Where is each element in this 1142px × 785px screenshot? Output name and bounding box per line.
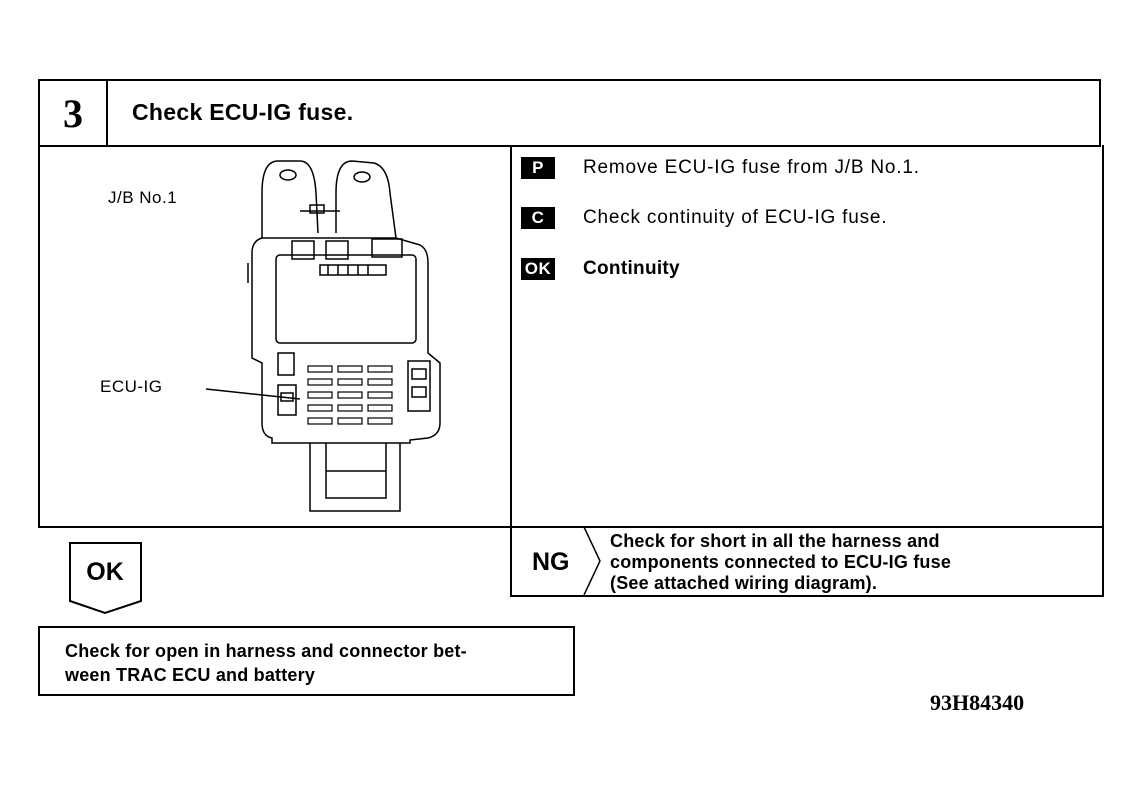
step-text-p: Remove ECU-IG fuse from J/B No.1. — [583, 157, 920, 178]
result-box: Check for open in harness and connector … — [38, 626, 575, 696]
step-row-c: C Check continuity of ECU-IG fuse. — [521, 207, 887, 229]
step-row-p: P Remove ECU-IG fuse from J/B No.1. — [521, 157, 920, 179]
chevron-right-icon — [583, 527, 601, 595]
step-body: J/B No.1 ECU-IG P Remove ECU-IG fuse fro… — [38, 145, 1104, 528]
ng-line: components connected to ECU-IG fuse — [610, 552, 952, 572]
jb-label: J/B No.1 — [108, 188, 178, 207]
step-text-ok: Continuity — [583, 258, 680, 279]
fuse-label: ECU-IG — [100, 377, 163, 396]
badge-ok: OK — [521, 258, 555, 280]
junction-block-diagram: J/B No.1 ECU-IG — [90, 153, 500, 518]
badge-p: P — [521, 157, 555, 179]
figure-id: 93H84340 — [930, 690, 1025, 715]
step-header: 3 Check ECU-IG fuse. — [38, 79, 1101, 147]
step-number: 3 — [40, 81, 108, 145]
ng-label: NG — [532, 548, 570, 576]
result-instructions: Check for open in harness and connector … — [65, 639, 467, 687]
junction-block-illustration — [205, 160, 441, 512]
ng-line: (See attached wiring diagram). — [610, 573, 878, 593]
result-line: Check for open in harness and connector … — [65, 641, 467, 661]
ng-instructions: Check for short in all the harness and c… — [610, 531, 951, 594]
ng-line: Check for short in all the harness and — [610, 531, 940, 551]
body-divider — [510, 145, 512, 526]
ok-arrow-shape — [69, 542, 142, 615]
step-title: Check ECU-IG fuse. — [132, 99, 354, 125]
step-row-ok: OK Continuity — [521, 258, 680, 280]
result-line: ween TRAC ECU and battery — [65, 665, 316, 685]
badge-c: C — [521, 207, 555, 229]
ng-branch: NG Check for short in all the harness an… — [510, 527, 1104, 597]
step-text-c: Check continuity of ECU-IG fuse. — [583, 207, 888, 228]
ok-label: OK — [86, 558, 124, 586]
